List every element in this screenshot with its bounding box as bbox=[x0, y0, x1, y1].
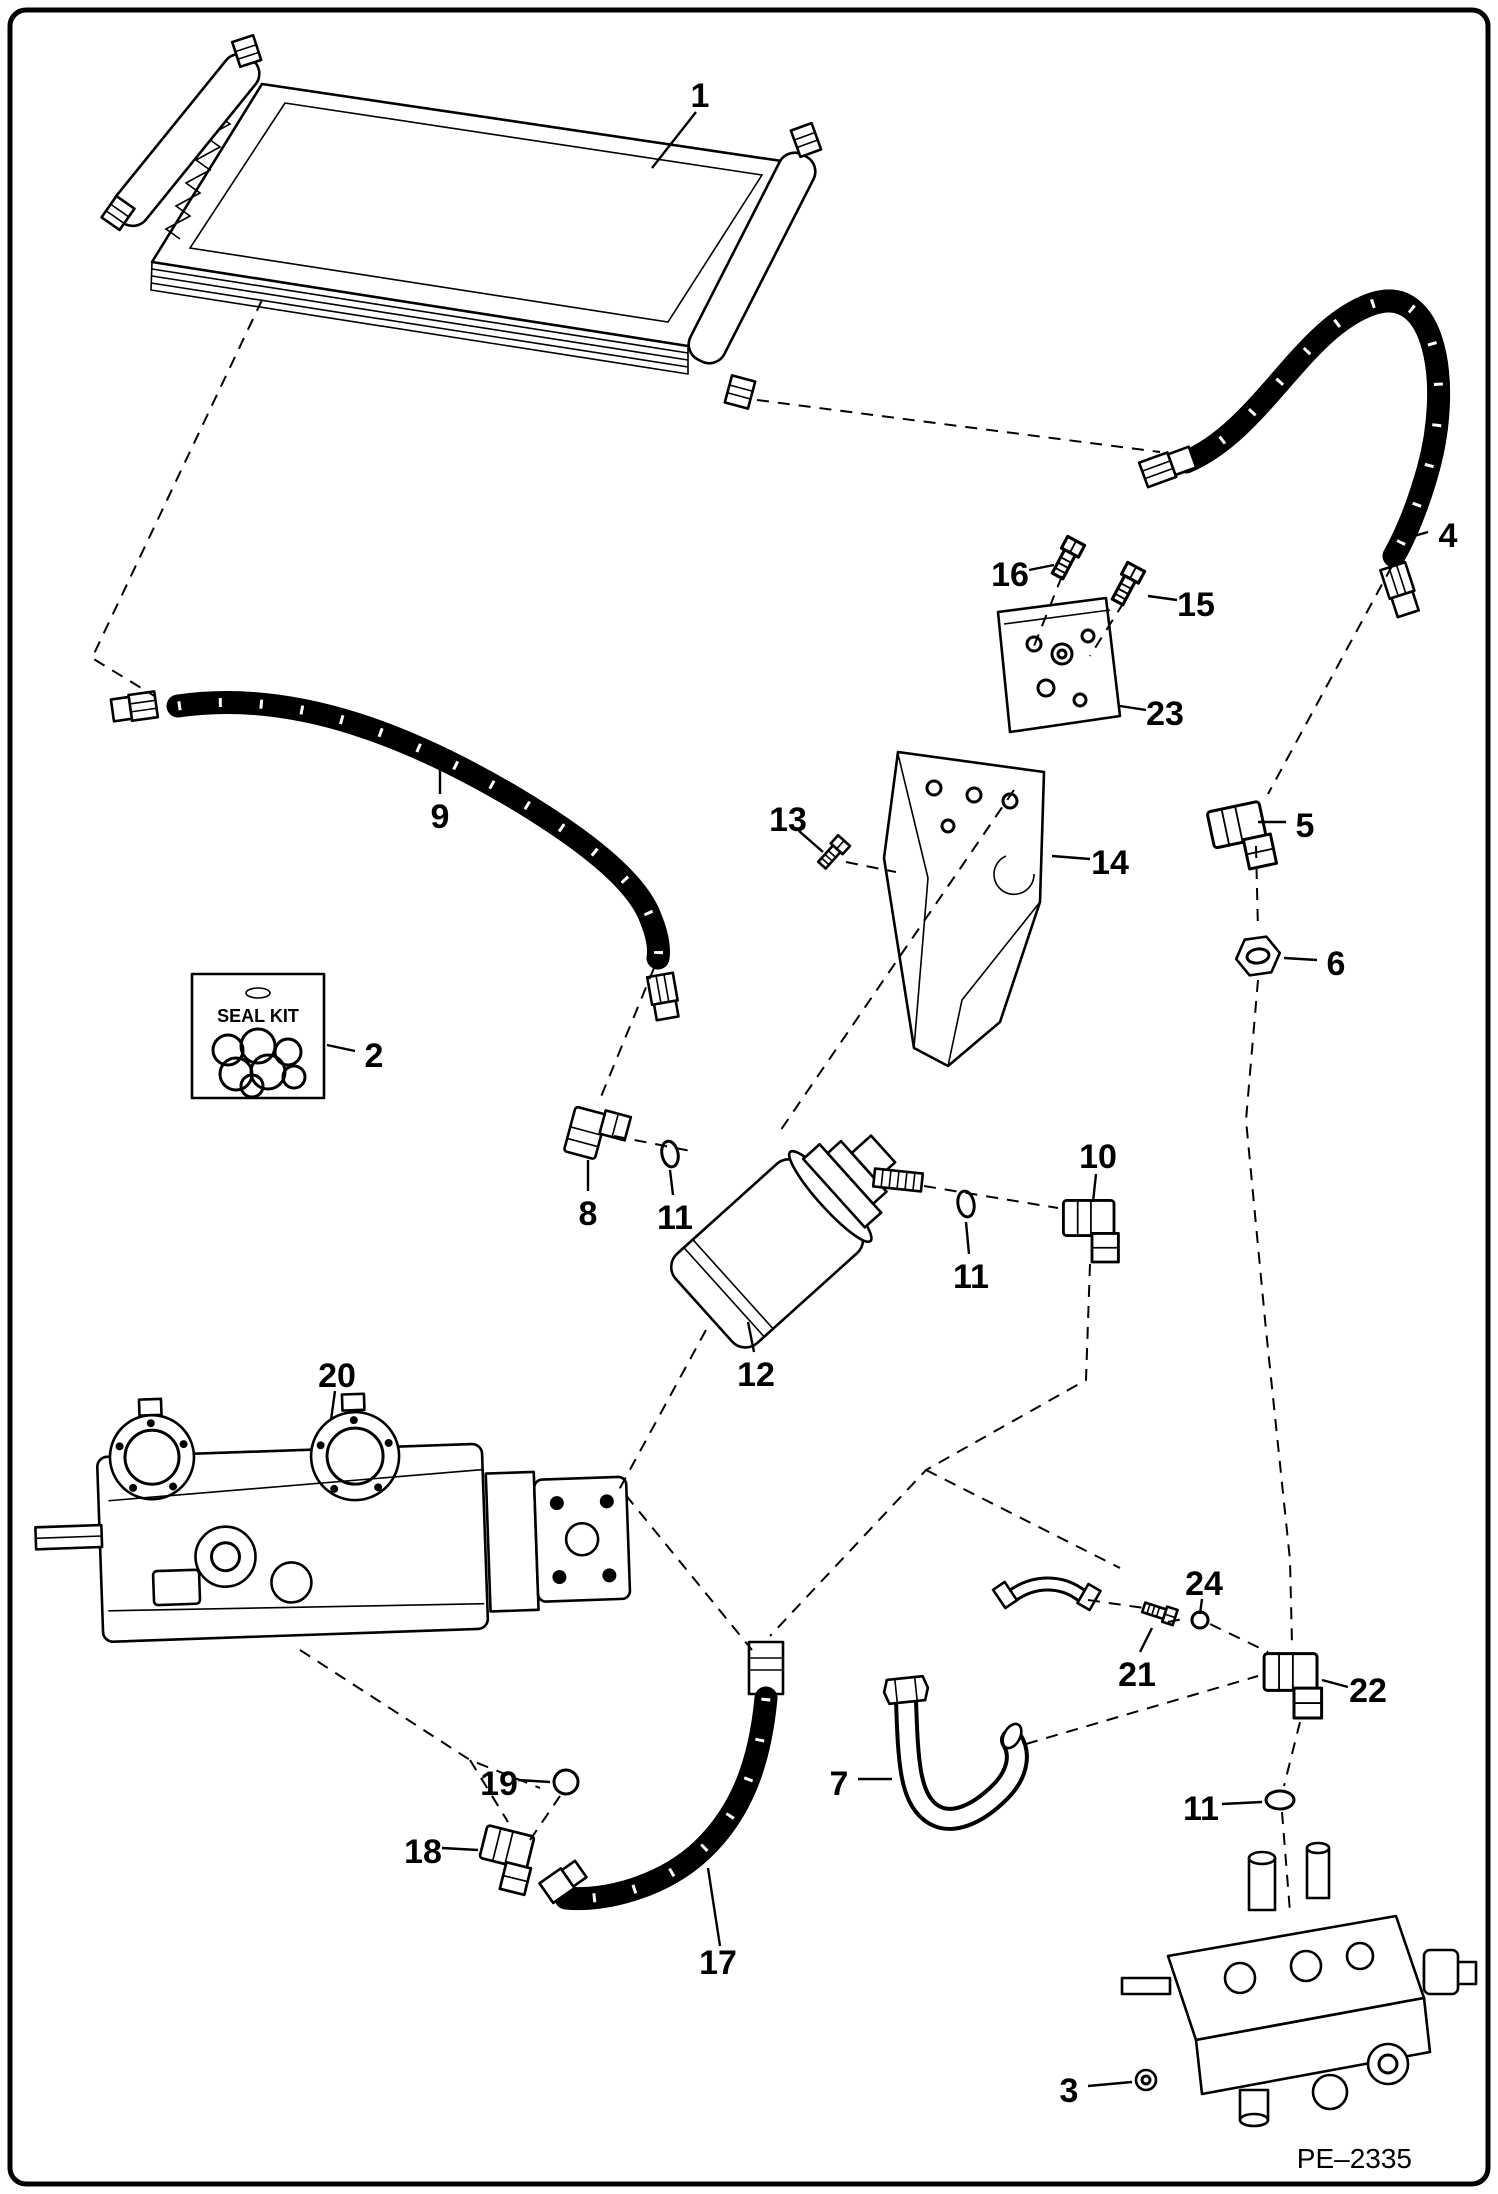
oil-filter bbox=[669, 1134, 897, 1349]
callout-8: 8 bbox=[579, 1195, 598, 1233]
cooler-fitting-bottom-left bbox=[100, 194, 136, 232]
elbow-fitting-8 bbox=[562, 1101, 633, 1167]
filter-bracket bbox=[882, 750, 1046, 1068]
valve-bottom-cap bbox=[1238, 2088, 1270, 2128]
callout-leader-lines bbox=[326, 111, 1429, 2088]
control-valve bbox=[1120, 1841, 1478, 2128]
hose-4-end-fitting-bottom bbox=[1379, 560, 1420, 619]
bolt-15 bbox=[1107, 560, 1147, 608]
cooler-fitting-top-right bbox=[789, 121, 823, 159]
cooler-fitting-bottom-right bbox=[723, 374, 757, 410]
callout-9: 9 bbox=[431, 798, 450, 836]
hose-17-top-fitting bbox=[747, 1640, 785, 1696]
mounting-plate bbox=[996, 596, 1122, 734]
callout-15: 15 bbox=[1177, 586, 1215, 624]
callout-22: 22 bbox=[1349, 1672, 1387, 1710]
elbow-fitting-10 bbox=[1061, 1198, 1120, 1264]
callout-16: 16 bbox=[991, 556, 1029, 594]
oil-cooler bbox=[100, 33, 823, 410]
callout-7: 7 bbox=[830, 1765, 849, 1803]
callout-21: 21 bbox=[1118, 1656, 1156, 1694]
hose-4 bbox=[1137, 289, 1451, 619]
callout-20: 20 bbox=[318, 1357, 356, 1395]
hose-9 bbox=[109, 690, 680, 1022]
hose-17-lower-fitting bbox=[538, 1859, 588, 1905]
hydrostatic-pump bbox=[34, 1392, 632, 1643]
figure-code: PE–2335 bbox=[1297, 2143, 1412, 2174]
hose-21 bbox=[991, 1576, 1102, 1612]
callout-11-2: 11 bbox=[953, 1258, 989, 1296]
hose-4-end-fitting-left bbox=[1137, 445, 1198, 489]
callout-6: 6 bbox=[1327, 945, 1346, 983]
o-ring-11-c bbox=[1264, 1789, 1296, 1811]
elbow-fitting-22 bbox=[1262, 1652, 1324, 1720]
callout-18: 18 bbox=[404, 1833, 442, 1871]
callout-10: 10 bbox=[1079, 1138, 1117, 1176]
callout-14: 14 bbox=[1091, 844, 1129, 882]
tube-7 bbox=[882, 1674, 1029, 1831]
callout-17: 17 bbox=[699, 1944, 737, 1982]
o-ring-11-b bbox=[956, 1189, 976, 1219]
bolt-13 bbox=[814, 833, 852, 872]
callout-1: 1 bbox=[691, 77, 710, 115]
callout-13: 13 bbox=[769, 801, 807, 839]
seal-kit-box: SEAL KIT bbox=[190, 972, 326, 1100]
callout-19: 19 bbox=[480, 1765, 518, 1803]
o-ring-24 bbox=[1190, 1610, 1210, 1630]
assembly-dashed-lines bbox=[90, 299, 1393, 1913]
hose-9-end-fitting-bottom bbox=[645, 971, 680, 1022]
callout-4: 4 bbox=[1439, 517, 1458, 555]
callout-3: 3 bbox=[1060, 2072, 1079, 2110]
page-border bbox=[7, 7, 1491, 2187]
callout-24: 24 bbox=[1185, 1565, 1223, 1603]
hose-9-end-fitting-left bbox=[109, 690, 160, 723]
seal-kit-orings bbox=[211, 1027, 307, 1099]
callout-12: 12 bbox=[737, 1356, 775, 1394]
callout-11-3: 11 bbox=[1183, 1790, 1219, 1828]
callout-11-1: 11 bbox=[657, 1199, 693, 1237]
tube-7-nut bbox=[882, 1674, 930, 1706]
filter-nipple bbox=[871, 1167, 925, 1193]
hose-17 bbox=[538, 1640, 785, 1911]
cooler-fitting-top-left bbox=[230, 33, 263, 69]
callout-2: 2 bbox=[365, 1037, 384, 1075]
valve-top-tower-right bbox=[1305, 1841, 1331, 1900]
valve-top-tower-left bbox=[1247, 1850, 1277, 1912]
o-ring-19 bbox=[552, 1768, 580, 1796]
callout-23: 23 bbox=[1146, 695, 1184, 733]
elbow-fitting-5 bbox=[1205, 798, 1279, 877]
bolt-16 bbox=[1047, 534, 1087, 582]
seal-kit-label: SEAL KIT bbox=[217, 1006, 299, 1026]
elbow-fitting-18 bbox=[471, 1823, 540, 1897]
callout-5: 5 bbox=[1296, 807, 1315, 845]
nut-6 bbox=[1234, 935, 1282, 977]
o-ring-11-a bbox=[660, 1139, 680, 1169]
